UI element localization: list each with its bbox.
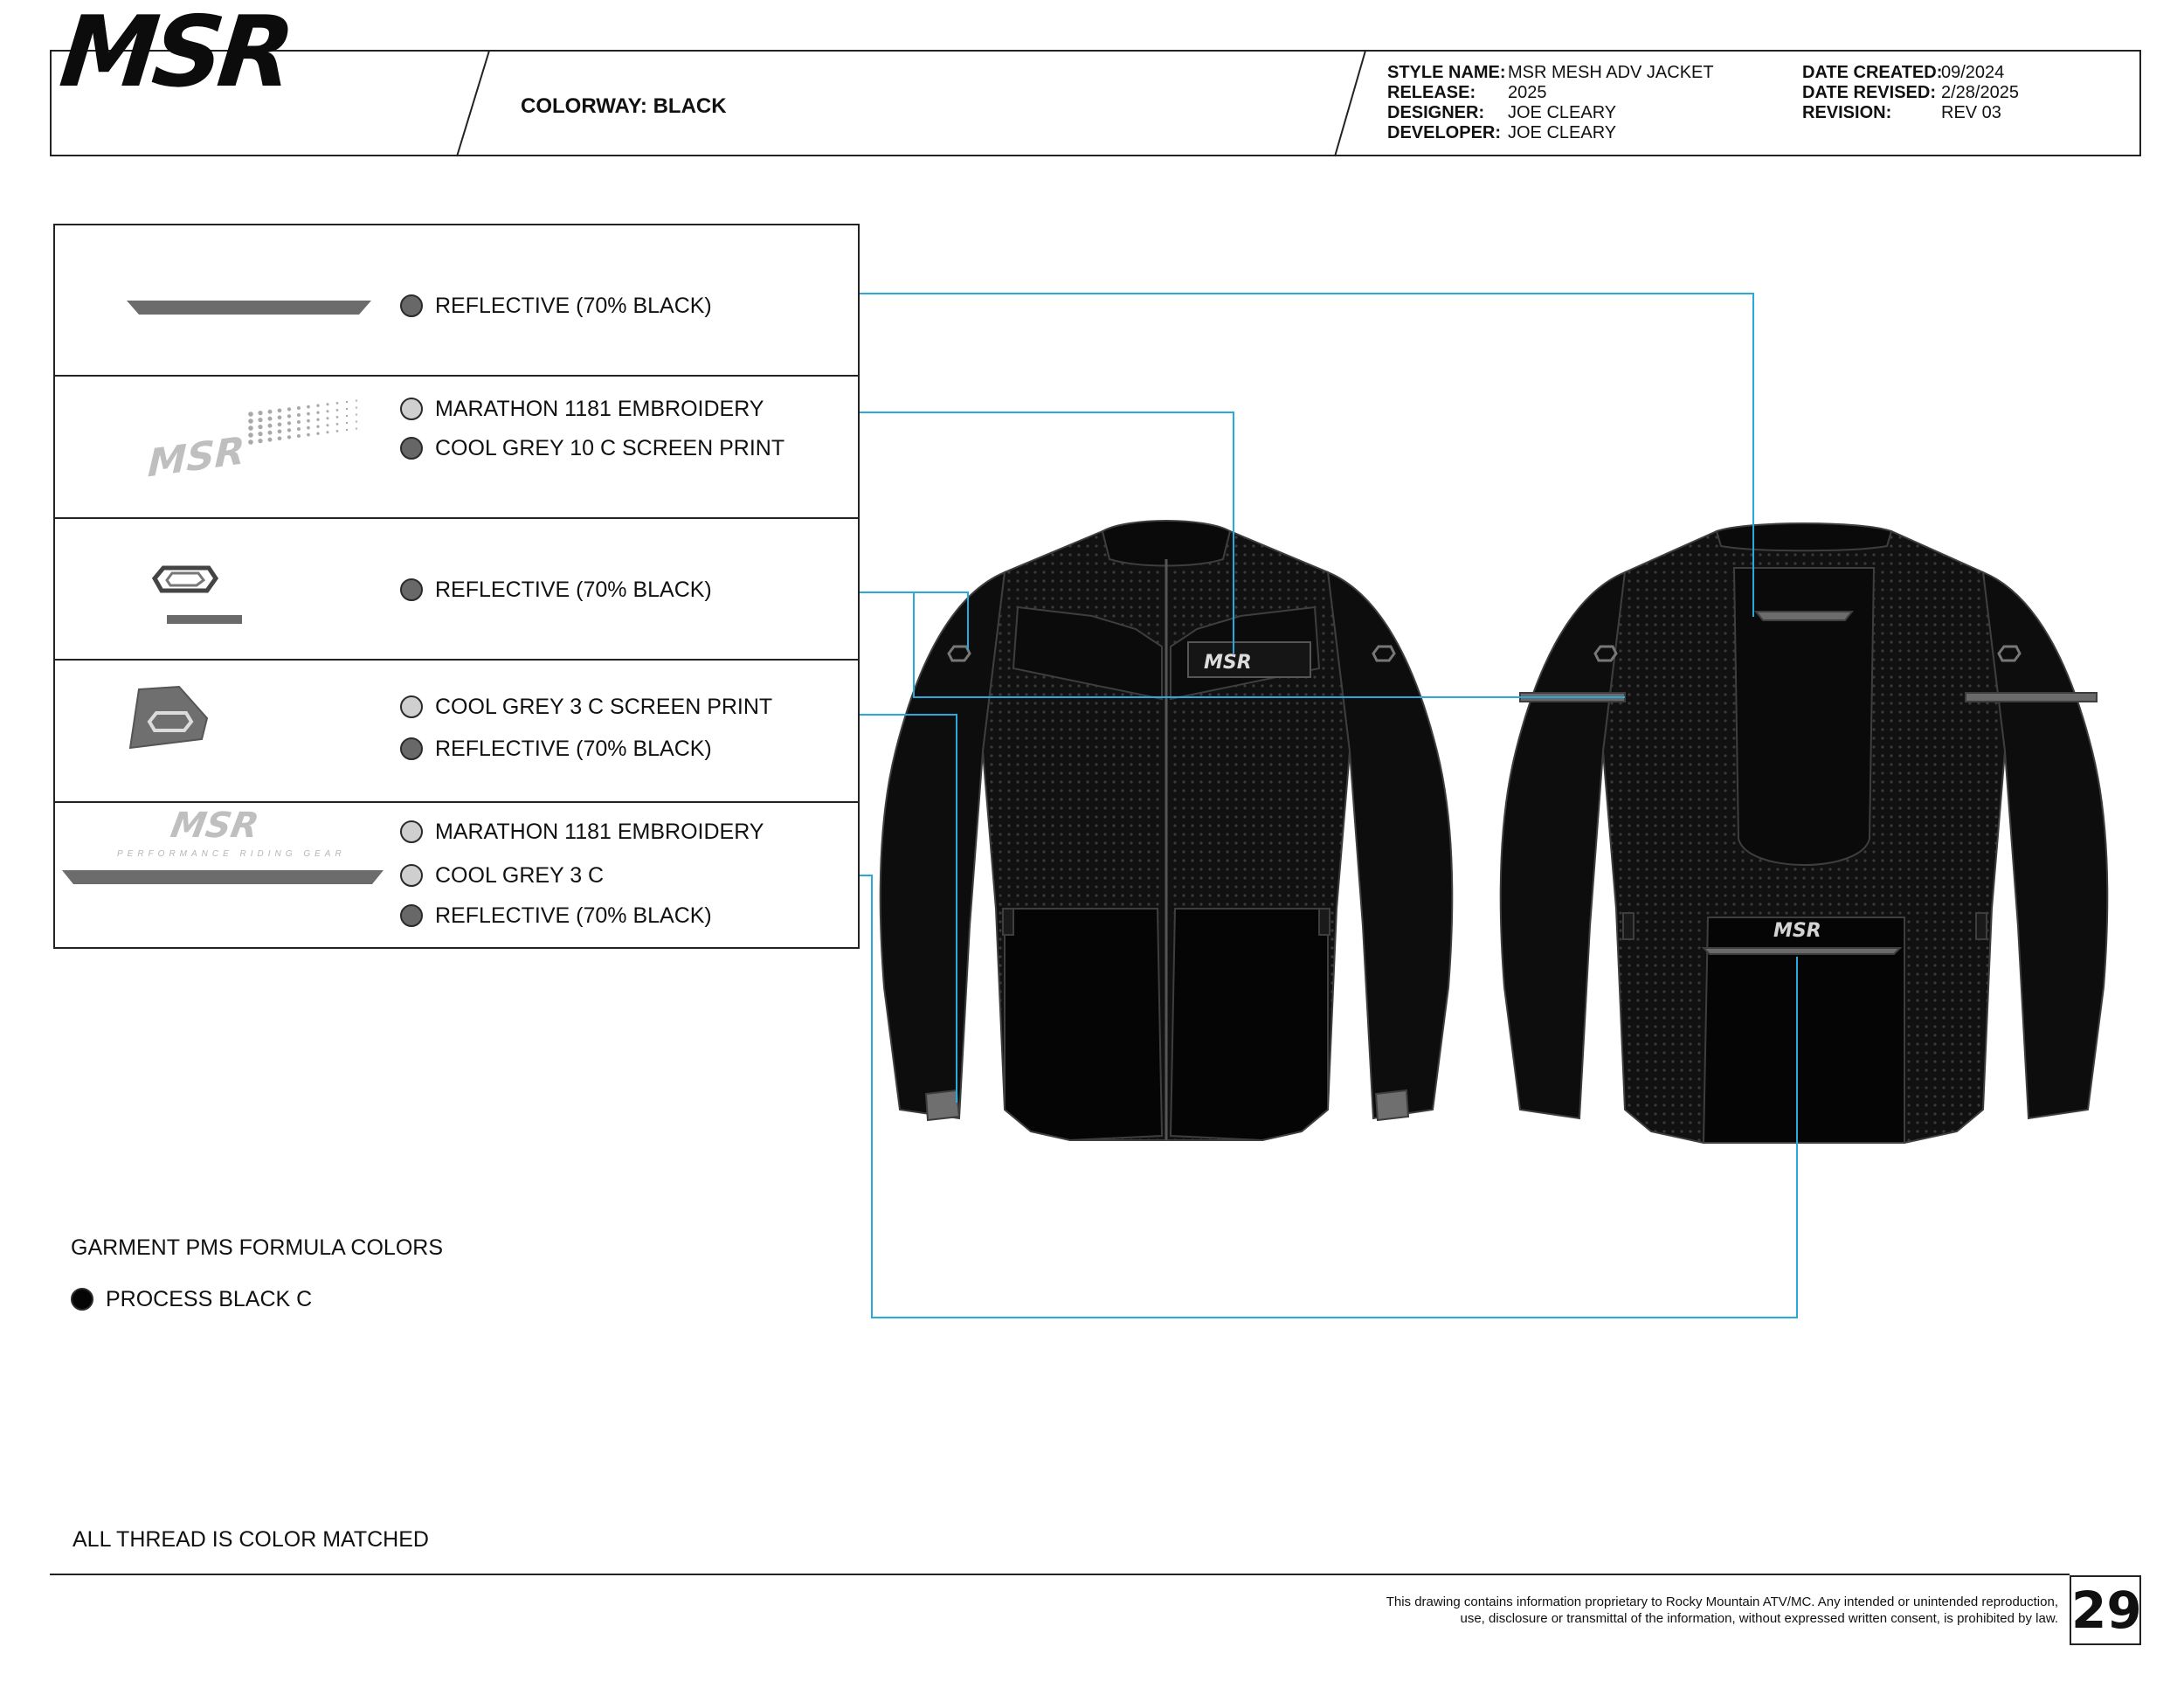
reflective-strip-art: [127, 301, 371, 315]
callout-lines: [860, 293, 1798, 1318]
garment-colors-title: GARMENT PMS FORMULA COLORS: [71, 1235, 443, 1260]
swatch-row4-item1: COOL GREY 3 C SCREEN PRINT: [400, 692, 772, 722]
swatch-row4-item2: REFLECTIVE (70% BLACK): [400, 734, 712, 764]
row-divider: [55, 517, 858, 519]
callout-back-yoke: [860, 293, 1754, 617]
developer-label: DEVELOPER:: [1387, 123, 1502, 142]
footer-rule: [50, 1574, 2070, 1575]
row-divider: [55, 659, 858, 661]
embroidery-swatch-dot: [400, 398, 423, 420]
front-left-cuff-patch: [924, 1089, 961, 1122]
front-chest-logo-plate: [1187, 641, 1311, 678]
date-revised-value: 2/28/2025: [1941, 83, 2019, 102]
date-created-value: 09/2024: [1941, 63, 2005, 82]
back-reflective-strip-art: [62, 870, 384, 884]
reflective-swatch-dot: [400, 294, 423, 317]
back-vent-panel: [1732, 567, 1876, 866]
garment-color-label: PROCESS BLACK C: [106, 1286, 313, 1311]
header-dividers: [456, 50, 1366, 157]
swatch-row5-item1: MARATHON 1181 EMBROIDERY: [400, 817, 764, 847]
swatch-label: COOL GREY 3 C SCREEN PRINT: [435, 694, 773, 719]
jacket-drawings: MSR MSR: [860, 293, 2109, 1318]
meta-right-values: 09/2024 2/28/2025 REV 03: [1941, 63, 2019, 123]
designer-label: DESIGNER:: [1387, 103, 1485, 122]
revision-label: REVISION:: [1802, 103, 1892, 122]
release-value: 2025: [1508, 83, 1547, 102]
swatch-row1-item1: REFLECTIVE (70% BLACK): [400, 291, 712, 321]
cool-grey-3-swatch-dot: [400, 695, 423, 718]
swatch-table: [53, 224, 860, 949]
front-collar: [1101, 520, 1232, 567]
front-right-sleeve-hex: [1372, 645, 1396, 662]
cool-grey-10-swatch-dot: [400, 437, 423, 460]
front-jacket: [879, 520, 1454, 1142]
callout-chest-logo: [860, 412, 1234, 654]
meta-left-labels: STYLE NAME: RELEASE: DESIGNER: DEVELOPER…: [1387, 63, 1506, 143]
swatch-label: MARATHON 1181 EMBROIDERY: [435, 819, 764, 844]
garment-color-item: PROCESS BLACK C: [71, 1284, 312, 1314]
back-logo-text: MSR: [1773, 920, 1821, 942]
swatch-row2-item1: MARATHON 1181 EMBROIDERY: [400, 394, 764, 424]
date-revised-label: DATE REVISED:: [1802, 83, 1936, 102]
disclaimer-line-2: use, disclosure or transmittal of the in…: [1460, 1611, 2059, 1626]
swatch-art: [62, 301, 384, 884]
callout-shoulder-reflective: [913, 592, 1625, 698]
callout-sleeve-hex: [860, 591, 969, 650]
footer-disclaimer: This drawing contains information propri…: [1136, 1594, 2058, 1627]
revision-value: REV 03: [1941, 103, 2001, 122]
header-box: [50, 50, 2141, 156]
back-left-sleeve: [1499, 571, 1627, 1120]
back-jacket: [1499, 522, 2109, 1144]
reflective-swatch-dot: [400, 904, 423, 927]
hex-logo-art: [151, 565, 219, 593]
page-number: 29: [2070, 1575, 2142, 1645]
developer-value: JOE CLEARY: [1508, 123, 1617, 142]
reflective-swatch-dot: [400, 578, 423, 601]
meta-right-labels: DATE CREATED: DATE REVISED: REVISION:: [1802, 63, 1942, 123]
back-right-shoulder-reflective: [1965, 692, 2098, 702]
swatch-label: COOL GREY 3 C: [435, 862, 605, 888]
callout-cuff-patch: [860, 714, 957, 1103]
release-label: RELEASE:: [1387, 83, 1476, 102]
cool-grey-3-swatch-dot: [400, 864, 423, 887]
front-right-cuff-patch: [1374, 1089, 1410, 1122]
style-name-value: MSR MESH ADV JACKET: [1508, 63, 1714, 82]
back-logo-reflective: [1701, 947, 1903, 955]
back-yoke-reflective: [1753, 611, 1855, 621]
front-left-sleeve: [879, 571, 1006, 1120]
swatch-row2-item2: COOL GREY 10 C SCREEN PRINT: [400, 433, 784, 463]
swatch-label: REFLECTIVE (70% BLACK): [435, 736, 712, 761]
designer-value: JOE CLEARY: [1508, 103, 1617, 122]
disclaimer-line-1: This drawing contains information propri…: [1386, 1595, 2058, 1609]
meta-left-values: MSR MESH ADV JACKET 2025 JOE CLEARY JOE …: [1508, 63, 1714, 143]
swatch-row5-item3: REFLECTIVE (70% BLACK): [400, 901, 712, 930]
back-collar: [1715, 522, 1893, 552]
front-chest-logo-text: MSR: [1204, 652, 1252, 674]
reflective-swatch-dot: [400, 737, 423, 760]
swatch-label: REFLECTIVE (70% BLACK): [435, 293, 712, 318]
front-left-sleeve-hex: [947, 645, 971, 662]
swatch-row3-item1: REFLECTIVE (70% BLACK): [400, 575, 712, 605]
date-created-label: DATE CREATED:: [1802, 63, 1943, 82]
swatch-label: REFLECTIVE (70% BLACK): [435, 903, 712, 928]
row-divider: [55, 801, 858, 803]
process-black-swatch-dot: [71, 1288, 93, 1311]
swatch-label: REFLECTIVE (70% BLACK): [435, 577, 712, 602]
swatch-label: MARATHON 1181 EMBROIDERY: [435, 396, 764, 421]
colorway-label: COLORWAY: BLACK: [521, 94, 727, 118]
embroidery-swatch-dot: [400, 820, 423, 843]
tagline-art: PERFORMANCE RIDING GEAR: [117, 849, 346, 859]
swatch-label: COOL GREY 10 C SCREEN PRINT: [435, 435, 785, 460]
thread-note: ALL THREAD IS COLOR MATCHED: [73, 1527, 429, 1552]
front-right-sleeve: [1326, 571, 1454, 1120]
sleeve-patch-art: [128, 685, 209, 750]
swatch-row5-item2: COOL GREY 3 C: [400, 861, 604, 890]
reflective-bar-art: [167, 615, 242, 624]
back-right-sleeve: [1981, 571, 2109, 1120]
style-name-label: STYLE NAME:: [1387, 63, 1506, 82]
dot-pattern-art: [248, 399, 358, 445]
callout-back-logo: [860, 875, 1798, 1318]
row-divider: [55, 375, 858, 377]
